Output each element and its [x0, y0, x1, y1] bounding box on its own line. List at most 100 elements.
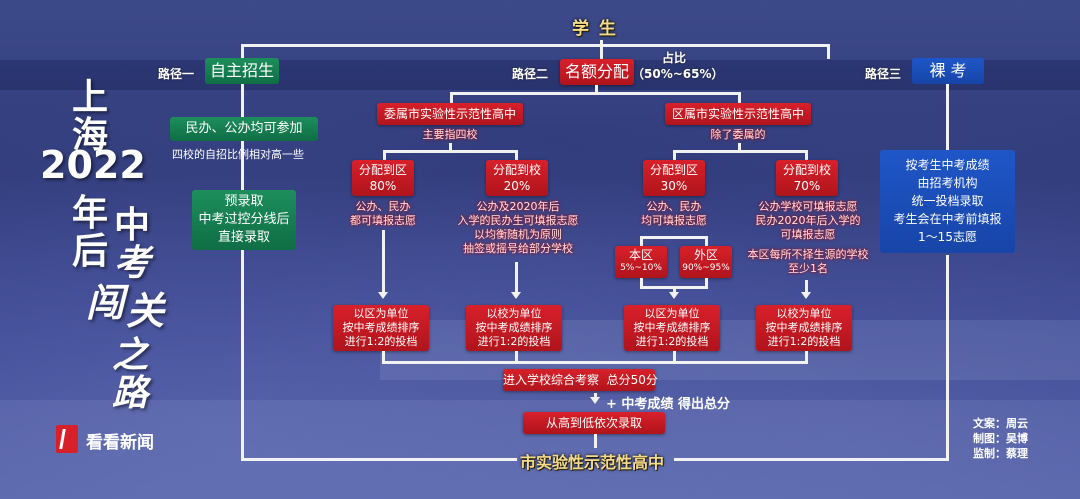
review-box: 进入学校综合考察 总分50分	[503, 369, 658, 391]
sort-line: 进行1:2的投档	[767, 335, 841, 348]
subtitle-char: 之	[112, 335, 149, 376]
ratio-value: （50%~65%）	[632, 67, 724, 81]
connector-line	[382, 230, 385, 292]
branch-b-note: 除了委属的	[710, 128, 766, 141]
desc-line: 入学的民办生可填报志愿	[457, 214, 579, 227]
district-pct: 30%	[660, 179, 688, 193]
title-char: 后	[72, 231, 109, 272]
connector-line	[640, 236, 643, 246]
path-three-desc: 按考生中考成绩 由招考机构 统一投档录取 考生会在中考前填报 1～15志愿	[880, 150, 1015, 253]
connector-line	[805, 150, 808, 160]
desc-line: 公办、民办	[355, 200, 411, 213]
arrow-down-icon	[511, 292, 521, 299]
desc-line: 民办2020年后入学的	[755, 214, 861, 227]
other-title: 外区	[693, 248, 718, 262]
connector-line	[827, 44, 830, 59]
branch-a-school-desc: 公办及2020年后 入学的民办生可填报志愿 以均衡随机为原则 抽签或摇号给部分学…	[453, 200, 583, 256]
branch-a-school: 分配到校 20%	[486, 160, 548, 196]
connector-line	[595, 85, 598, 95]
branch-b-district: 分配到区 30%	[643, 160, 705, 196]
branch-a-district-desc: 公办、民办 都可填报志愿	[338, 200, 428, 228]
sort-line: 按中考成绩排序	[475, 321, 553, 334]
connector-line	[805, 280, 808, 292]
sort-line: 以校为单位	[486, 307, 542, 320]
desc-line: 本区每所不择生源的学校	[747, 248, 869, 261]
branch-b-district-desc: 公办、民办 均可填报志愿	[628, 200, 720, 228]
desc-line: 1～15志愿	[918, 230, 977, 244]
school-title: 分配到校	[782, 163, 831, 177]
connector-line	[705, 278, 708, 288]
sorting-box-4: 以校为单位 按中考成绩排序 进行1:2的投档	[756, 305, 852, 351]
connector-line	[382, 351, 385, 363]
district-pct: 80%	[369, 179, 397, 193]
connector-line	[738, 143, 741, 153]
brand-logo	[56, 425, 78, 453]
desc-line: 均可填报志愿	[641, 214, 707, 227]
desc-line: 至少1名	[788, 262, 828, 275]
sort-line: 以区为单位	[644, 307, 700, 320]
desc-line: 公办及2020年后	[476, 200, 560, 213]
subtitle-char: 关	[126, 289, 165, 333]
connector-line	[946, 84, 949, 150]
connector-line	[673, 150, 676, 160]
path-one-eligibility: 民办、公办均可参加	[170, 117, 318, 141]
connector-line	[515, 262, 518, 292]
desc-line: 抽签或摇号给部分学校	[463, 242, 573, 255]
ratio-label: 占比	[662, 51, 687, 65]
connector-line	[640, 278, 643, 288]
connector-line	[449, 143, 452, 153]
desc-line: 公办学校可填报志愿	[758, 200, 858, 213]
branch-a-district: 分配到区 80%	[352, 160, 414, 196]
connector-line	[673, 150, 808, 153]
school-pct: 20%	[503, 179, 531, 193]
plus-score-note: + 中考成绩 得出总分	[606, 397, 730, 412]
arrow-down-icon	[801, 292, 811, 299]
connector-line	[241, 458, 517, 461]
credit-designer: 制图：吴博	[973, 432, 1028, 445]
desc-line: 由招考机构	[917, 176, 978, 190]
connector-line	[382, 361, 808, 364]
logo-k-icon	[59, 429, 75, 449]
connector-line	[515, 150, 518, 160]
title-year: 2022	[40, 143, 146, 187]
connector-line	[705, 236, 708, 246]
credits: 文案：周云 制图：吴博 监制：蔡理	[973, 416, 1028, 461]
final-destination: 市实验性示范性高中	[520, 453, 665, 472]
connector-line	[241, 80, 244, 461]
connector-line	[515, 351, 518, 363]
desc-line: 考生会在中考前填报	[893, 212, 1002, 226]
result-line: 中考过控分线后	[198, 212, 290, 227]
connector-line	[594, 393, 597, 398]
sorting-box-3: 以区为单位 按中考成绩排序 进行1:2的投档	[624, 305, 720, 351]
desc-line: 以均衡随机为原则	[474, 228, 562, 241]
path-one-result: 预录取 中考过控分线后 直接录取	[192, 190, 296, 250]
desc-line: 可填报志愿	[780, 228, 836, 241]
district-other: 外区 90%~95%	[680, 246, 732, 278]
path-one-label: 路径一	[158, 67, 195, 81]
branch-b-title: 区属市实验性示范性高中	[665, 103, 811, 125]
branch-a-note: 主要指四校	[422, 128, 478, 141]
sort-line: 进行1:2的投档	[344, 335, 418, 348]
connector-line	[600, 40, 603, 60]
root-student: 学 生	[572, 19, 618, 39]
district-title: 分配到区	[358, 163, 407, 177]
connector-line	[450, 92, 453, 104]
credit-writer: 文案：周云	[973, 417, 1028, 430]
connector-line	[640, 236, 708, 239]
connector-line	[738, 92, 741, 104]
result-line: 直接录取	[217, 230, 270, 245]
subtitle-char: 闯	[86, 281, 125, 325]
title-char: 海	[72, 115, 109, 156]
sort-line: 按中考成绩排序	[765, 321, 843, 334]
path-two-label: 路径二	[512, 67, 549, 81]
district-local: 本区 5%~10%	[615, 246, 667, 278]
branch-b-school-extra: 本区每所不择生源的学校 至少1名	[735, 248, 881, 276]
desc-line: 公办、民办	[646, 200, 702, 213]
connector-line	[674, 458, 949, 461]
connector-line	[450, 92, 740, 95]
path-two-title: 名额分配	[560, 59, 634, 85]
desc-line: 统一投档录取	[911, 194, 984, 208]
credit-supervisor: 监制：蔡理	[973, 447, 1028, 460]
path-one-title: 自主招生	[205, 58, 279, 84]
arrow-down-icon	[669, 292, 679, 299]
